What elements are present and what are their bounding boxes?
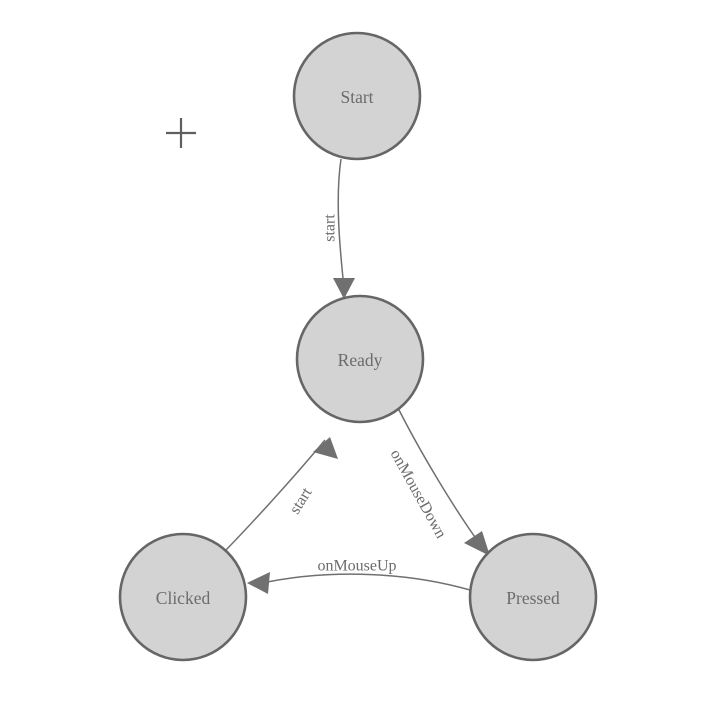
edge-pressed-to-clicked[interactable]: onMouseUp (247, 558, 471, 595)
node-ready-circle[interactable] (295, 294, 425, 424)
edge-ready-to-pressed-path (395, 403, 483, 548)
edge-start-to-ready-arrowhead (333, 278, 355, 299)
edge-start-to-ready[interactable]: start (322, 158, 356, 299)
edge-clicked-to-ready-arrowhead (313, 437, 338, 459)
node-ready-label: Ready (338, 350, 383, 370)
node-start-circle[interactable] (292, 31, 422, 161)
node-pressed[interactable]: Pressed (468, 532, 598, 662)
node-pressed-label: Pressed (506, 588, 560, 608)
node-ready[interactable]: Ready (295, 294, 425, 424)
edge-clicked-to-ready[interactable]: start (224, 437, 338, 552)
edge-pressed-to-clicked-arrowhead (247, 572, 270, 594)
edge-ready-to-pressed[interactable]: onMouseDown (387, 403, 490, 556)
crosshair-icon[interactable] (166, 118, 196, 148)
node-start[interactable]: Start (292, 31, 422, 161)
edge-label-start-to-ready: start (322, 214, 339, 242)
node-clicked-circle[interactable] (118, 532, 248, 662)
node-clicked[interactable]: Clicked (118, 532, 248, 662)
edge-start-to-ready-path (337, 158, 345, 289)
edge-pressed-to-clicked-path (257, 573, 471, 591)
edge-label-pressed-to-clicked: onMouseUp (317, 558, 396, 575)
edge-ready-to-pressed-arrowhead (464, 531, 490, 556)
edge-label-clicked-to-ready: start (286, 484, 315, 517)
edge-label-ready-to-pressed: onMouseDown (387, 447, 450, 542)
node-clicked-label: Clicked (156, 588, 211, 608)
node-pressed-circle[interactable] (468, 532, 598, 662)
node-start-label: Start (340, 87, 373, 107)
